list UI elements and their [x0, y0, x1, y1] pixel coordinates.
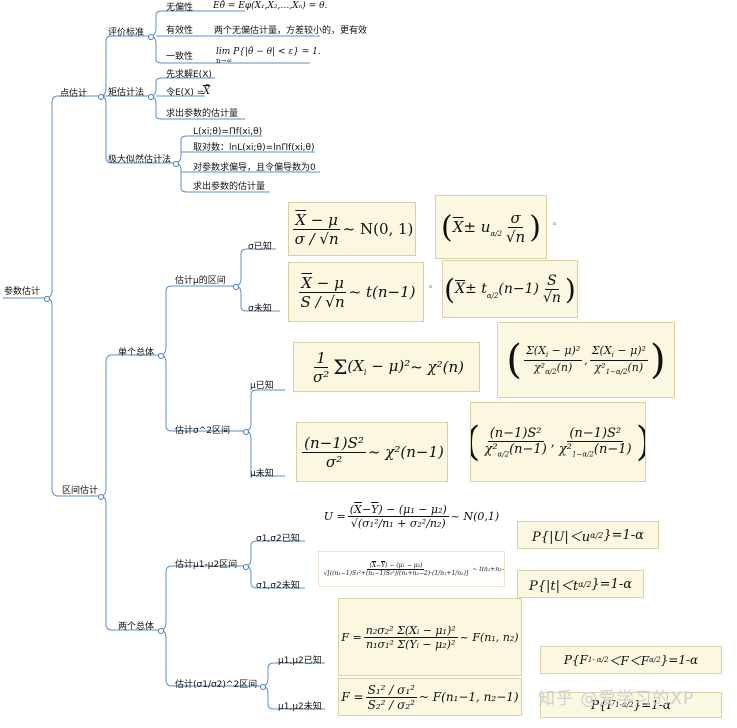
mle-step3: 求出参数的估计量	[193, 182, 266, 192]
formula-t-two: t = (X−Y) − (μ₁ − μ₂)√[((n₁−1)S₁²+(n₂−1)…	[318, 551, 505, 587]
moment-step1: 先求解E(X)	[166, 70, 212, 80]
formula-unbiased: Eθ̂ = Eφ(X₁,X₂,…,Xₙ) = θ.	[213, 1, 328, 11]
formula-consistent: lim P{|θ̂ − θ| < ε} = 1.	[216, 47, 321, 57]
node-efficient: 有效性	[166, 26, 194, 36]
node-s1s2-unknown: σ1,σ2未知	[256, 581, 300, 591]
node-mu-interval: 估计μ的区间	[175, 276, 226, 286]
mle-step2: 对参数求偏导，且令偏导数为0	[193, 163, 316, 173]
node-criteria: 评价标准	[108, 28, 145, 38]
node-mu12-known: μ1,μ2已知	[278, 656, 322, 666]
watermark: 知乎 @爱学习的XP	[538, 689, 695, 709]
node-single-pop: 单个总体	[118, 348, 155, 358]
node-unbiased: 无偏性	[166, 3, 194, 13]
node-mu-diff-interval: 估计μ1-μ2区间	[175, 560, 238, 570]
node-sigma-unknown: σ未知	[248, 304, 272, 314]
node-sigma2-interval: 估计σ^2区间	[175, 426, 230, 436]
moment-step3: 求出参数的估计量	[166, 109, 239, 119]
moment-step2: 令E(X) =	[166, 88, 205, 98]
node-s1s2-known: σ1,σ2已知	[256, 534, 300, 544]
mle-likelihood: L(xi;θ)=Πf(xi,θ)	[193, 127, 263, 137]
node-mu12-unknown: μ1,μ2未知	[278, 702, 322, 712]
formula-u-stat: U = (X−Y) − (μ₁ − μ₂)√(σ₁²/n₁ + σ₂²/n₂) …	[318, 484, 505, 548]
node-interval-estimate: 区间估计	[62, 486, 99, 496]
node-mu-unknown: μ未知	[250, 469, 274, 479]
mle-step1: 取对数：lnL(xi;θ)=lnΠf(xi,θ)	[193, 143, 315, 153]
node-sigma-known: σ已知	[248, 242, 272, 252]
node-point-estimate: 点估计	[60, 89, 88, 99]
formula-consistent-sub: n→∞	[216, 57, 233, 65]
node-moment: 矩估计法	[108, 88, 145, 98]
desc-efficient: 两个无偏估计量，方差较小的，更有效	[214, 26, 368, 36]
node-consistent: 一致性	[166, 52, 194, 62]
node-mu-known: μ已知	[250, 381, 274, 391]
node-var-ratio-interval: 估计(σ1/σ2)^2区间	[175, 680, 258, 690]
node-mle: 极大似然估计法	[108, 155, 172, 165]
node-root: 参数估计	[4, 287, 41, 297]
node-two-pop: 两个总体	[118, 622, 155, 632]
moment-step2-symbol: X̄	[203, 86, 211, 97]
